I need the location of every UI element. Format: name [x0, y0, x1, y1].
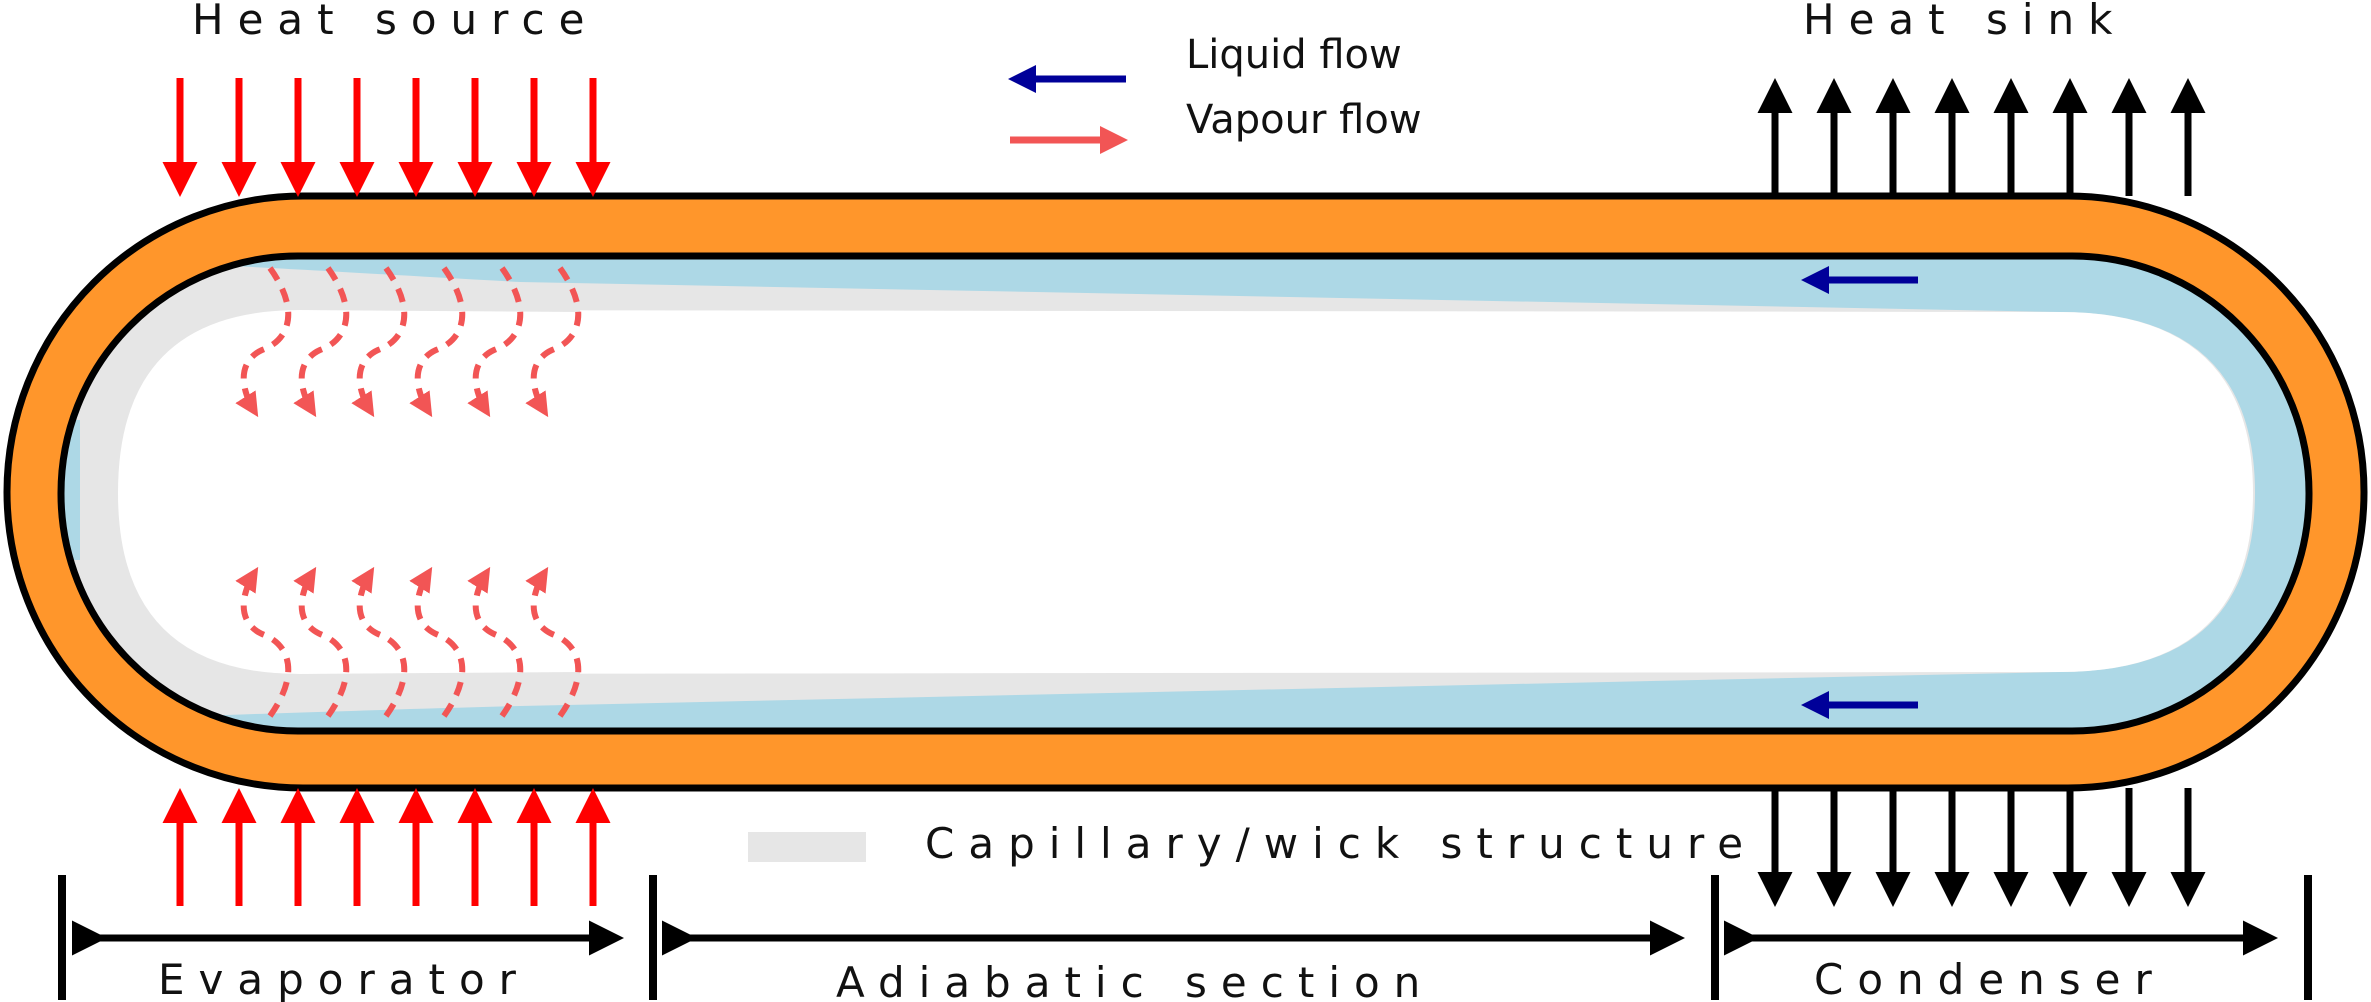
vapour-core — [118, 310, 2253, 674]
vapour-arrow — [235, 566, 292, 718]
wick-evaporator-upper — [70, 262, 580, 420]
vapour-arrow — [409, 566, 466, 718]
heat-source-arrows-bottom — [162, 788, 611, 906]
heat-source-label: Heat source — [192, 0, 598, 44]
vapour-arrow — [525, 566, 582, 718]
wick-evaporator-lower — [70, 560, 580, 720]
liquid-arrows — [1801, 266, 1918, 719]
vapour-arrows-lower — [235, 566, 582, 718]
liquid-layer — [61, 256, 2309, 731]
legend-vapour-label: Vapour flow — [1186, 97, 1422, 143]
adiabatic-label: Adiabatic section — [836, 958, 1434, 1002]
vapour-arrow — [293, 566, 350, 718]
evaporator-label: Evaporator — [158, 955, 530, 1002]
vapour-arrow — [467, 566, 524, 718]
heat-source-arrows — [162, 78, 611, 197]
heat-sink-arrows-bottom — [1757, 788, 2206, 907]
legend-wick-swatch — [748, 832, 866, 862]
vapour-arrow — [235, 266, 292, 418]
condenser-label: Condenser — [1814, 955, 2166, 1002]
pipe-inner-outline — [57, 252, 2313, 735]
vapour-arrow — [351, 566, 408, 718]
section-dimensions — [58, 875, 2312, 1000]
legend-liquid-label: Liquid flow — [1186, 32, 1402, 78]
vapour-arrow — [409, 266, 466, 418]
heat-sink-label: Heat sink — [1803, 0, 2126, 44]
legend-wick-label: Capillary/wick structure — [925, 819, 1757, 868]
heat-sink-arrows — [1757, 78, 2206, 196]
legend: Liquid flow Vapour flow Capillary/wick s… — [748, 32, 1757, 868]
vapour-arrow — [525, 266, 582, 418]
vapour-arrow — [351, 266, 408, 418]
vapour-arrows-upper — [235, 266, 582, 418]
vapour-arrow — [293, 266, 350, 418]
vapour-arrow — [467, 266, 524, 418]
